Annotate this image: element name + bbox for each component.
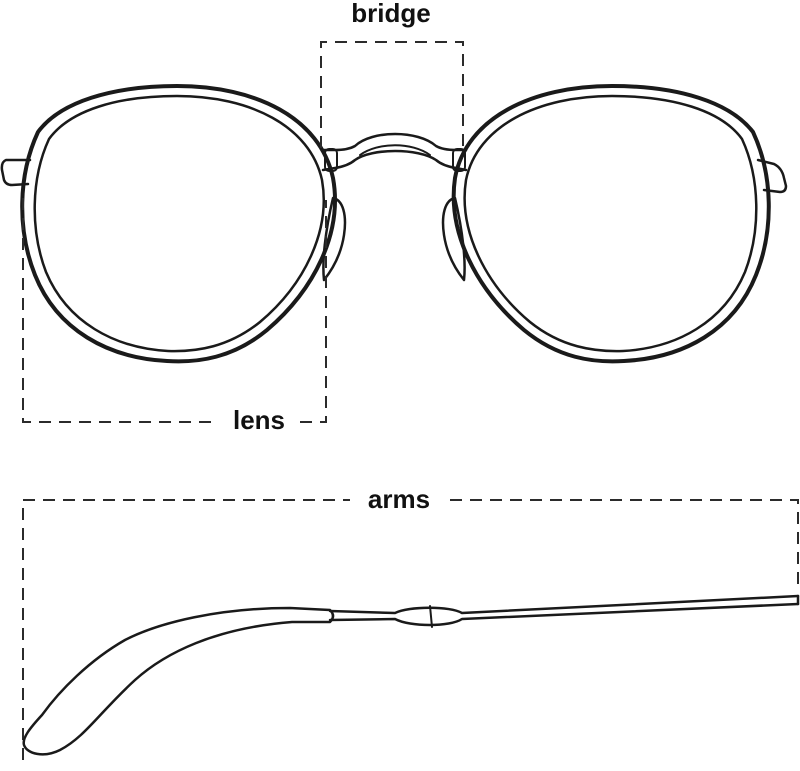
right-lens-inner-rim bbox=[463, 94, 758, 353]
nose-bridge bbox=[321, 132, 468, 172]
glasses-front-view bbox=[0, 84, 788, 364]
right-nose-pad bbox=[441, 196, 466, 282]
arms-label: arms bbox=[368, 484, 430, 514]
right-temple-stub bbox=[756, 158, 788, 194]
lens-dimension-guide bbox=[22, 198, 327, 423]
lens-label: lens bbox=[233, 405, 285, 435]
bridge-label: bridge bbox=[351, 0, 430, 28]
arms-dimension-guide bbox=[22, 499, 799, 760]
left-lens-inner-rim bbox=[33, 94, 325, 353]
temple-arm-side-view bbox=[22, 594, 800, 756]
bridge-dimension-guide bbox=[320, 41, 464, 148]
left-temple-stub bbox=[0, 158, 32, 187]
